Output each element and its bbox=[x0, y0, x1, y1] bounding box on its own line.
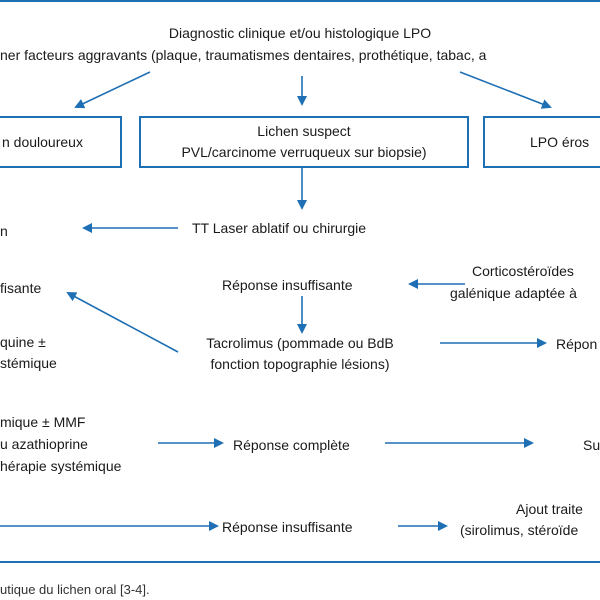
node-reponse-insuffisante-2: Réponse insuffisante bbox=[222, 519, 353, 535]
node-reponse-insuffisante-1: Réponse insuffisante bbox=[222, 277, 353, 293]
node-tacro-line-2: fonction topographie lésions) bbox=[210, 356, 390, 372]
box-left-label: n douloureux bbox=[2, 134, 83, 150]
node-su-right: Su bbox=[583, 437, 600, 453]
node-left-azathioprine: u azathioprine bbox=[0, 436, 88, 452]
box-center-line-1: Lichen suspect bbox=[257, 123, 351, 139]
arrow-tacro-to-left bbox=[66, 292, 179, 353]
node-ajout-line-1: Ajout traite bbox=[516, 501, 583, 517]
figure-caption: utique du lichen oral [3-4]. bbox=[0, 582, 150, 597]
node-left-therapie: hérapie systémique bbox=[0, 458, 122, 474]
node-left-fisante: fisante bbox=[0, 280, 42, 296]
bottom-rule bbox=[0, 561, 600, 563]
node-left-mique: mique ± MMF bbox=[0, 414, 86, 430]
node-laser: TT Laser ablatif ou chirurgie bbox=[192, 220, 367, 236]
box-right-label: LPO éros bbox=[530, 134, 590, 150]
box-right bbox=[483, 116, 600, 168]
box-center-line-2: PVL/carcinome verruqueux sur biopsie) bbox=[181, 144, 427, 160]
arrow-header-to-right bbox=[459, 71, 552, 109]
node-reponse-complete: Réponse complète bbox=[233, 437, 350, 453]
arrow-header-to-left bbox=[74, 71, 151, 109]
node-repon-right: Répon bbox=[556, 336, 598, 352]
header-line-1: Diagnostic clinique et/ou histologique L… bbox=[168, 25, 432, 41]
node-left-n: n bbox=[0, 223, 8, 239]
node-ajout-line-2: (sirolimus, stéroïde bbox=[460, 522, 579, 538]
node-cortico-line-2: galénique adaptée à bbox=[450, 285, 577, 301]
node-tacro-line-1: Tacrolimus (pommade ou BdB bbox=[206, 335, 394, 351]
top-rule bbox=[0, 0, 600, 2]
box-left bbox=[0, 116, 122, 168]
node-cortico-line-1: Corticostéroïdes bbox=[472, 263, 574, 279]
node-left-stemique: stémique bbox=[0, 355, 57, 371]
box-center bbox=[139, 116, 469, 168]
header-line-2: ner facteurs aggravants (plaque, traumat… bbox=[0, 47, 487, 63]
node-left-quine: quine ± bbox=[0, 334, 46, 350]
